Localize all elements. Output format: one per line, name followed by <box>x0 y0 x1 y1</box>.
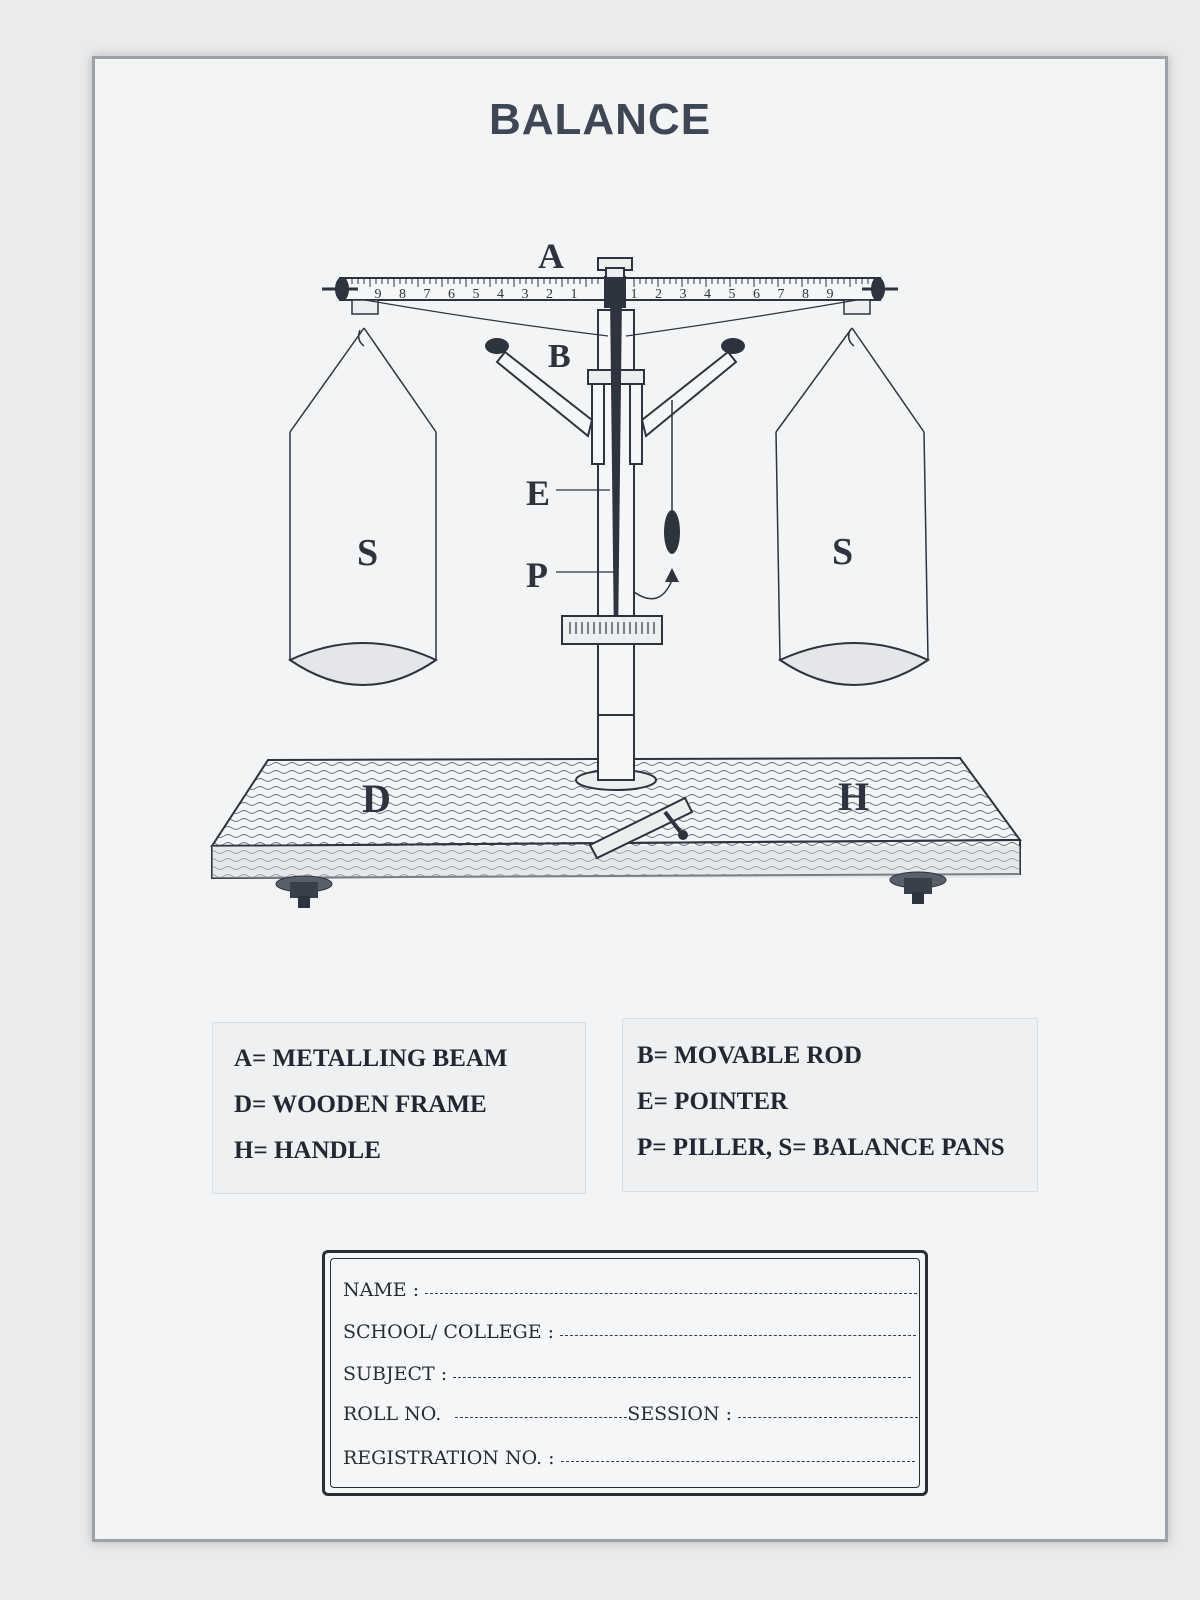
page-title: BALANCE <box>488 95 712 144</box>
movable-rod <box>485 338 745 438</box>
beam-scale-number: 4 <box>704 287 711 302</box>
handle <box>588 796 694 860</box>
metalling-beam <box>322 257 898 337</box>
name-field[interactable] <box>425 1292 918 1294</box>
beam-scale-number: 9 <box>827 287 834 302</box>
beam-scale-number: 1 <box>571 287 578 302</box>
levelling-screw-right <box>889 871 947 904</box>
beam-scale-number: 1 <box>631 287 638 302</box>
label-s-right: S <box>832 531 853 573</box>
session-label: SESSION : <box>627 1403 733 1425</box>
form-row-roll-session: ROLL NO. SESSION : <box>343 1395 919 1425</box>
student-info-box: NAME : SCHOOL/ COLLEGE : SUBJECT : ROLL … <box>322 1250 928 1496</box>
label-a: A <box>538 236 564 276</box>
legend-item-p-s: P= PILLER, S= BALANCE PANS <box>637 1134 1005 1161</box>
levelling-screw-left <box>275 875 333 908</box>
beam-scale: 9 8 7 6 5 4 3 2 1 1 2 3 4 5 6 7 8 9 <box>345 279 875 302</box>
wooden-frame <box>210 756 1022 880</box>
label-e: E <box>526 473 550 513</box>
pointer-scale <box>561 615 663 645</box>
beam-scale-number: 8 <box>399 287 406 302</box>
balance-diagram: 9 8 7 6 5 4 3 2 1 1 2 3 4 5 6 7 8 9 A B E P S S D H <box>210 236 1022 908</box>
beam-scale-number: 2 <box>546 287 553 302</box>
beam-scale-number: 3 <box>680 287 687 302</box>
beam-scale-number: 3 <box>522 287 529 302</box>
label-s-left: S <box>357 532 378 574</box>
legend-item-a: A= METALLING BEAM <box>234 1045 508 1072</box>
subject-field[interactable] <box>453 1376 912 1378</box>
legend-right-panel <box>622 1018 1038 1192</box>
subject-label: SUBJECT : <box>343 1363 448 1385</box>
form-row-subject: SUBJECT : <box>343 1355 912 1385</box>
form-row-name: NAME : <box>343 1271 918 1301</box>
legend-item-e: E= POINTER <box>637 1088 789 1115</box>
label-h: H <box>838 774 869 819</box>
roll-field[interactable] <box>455 1416 628 1418</box>
roll-label: ROLL NO. <box>343 1403 442 1425</box>
balance-pan-left <box>287 327 439 686</box>
label-d: D <box>362 776 391 821</box>
session-field[interactable] <box>738 1416 919 1418</box>
label-p: P <box>526 555 548 595</box>
label-b: B <box>548 338 571 375</box>
registration-label: REGISTRATION NO. : <box>343 1447 555 1469</box>
legend-item-b: B= MOVABLE ROD <box>637 1042 862 1069</box>
beam-scale-number: 7 <box>424 287 431 302</box>
beam-scale-number: 6 <box>448 287 455 302</box>
form-row-school: SCHOOL/ COLLEGE : <box>343 1313 917 1343</box>
balance-pan-right <box>775 327 931 686</box>
plumb-bob <box>633 400 680 600</box>
pointer <box>610 295 622 645</box>
school-label: SCHOOL/ COLLEGE : <box>343 1321 555 1343</box>
beam-scale-number: 6 <box>753 287 760 302</box>
beam-scale-number: 9 <box>375 287 382 302</box>
beam-scale-number: 4 <box>497 287 504 302</box>
form-row-registration: REGISTRATION NO. : <box>343 1439 915 1469</box>
beam-scale-number: 8 <box>802 287 809 302</box>
beam-scale-number: 2 <box>655 287 662 302</box>
beam-scale-number: 5 <box>729 287 736 302</box>
registration-field[interactable] <box>560 1460 915 1462</box>
legend-item-d: D= WOODEN FRAME <box>234 1091 487 1118</box>
legend-left-panel <box>212 1022 586 1194</box>
school-field[interactable] <box>560 1334 917 1336</box>
beam-scale-number: 5 <box>473 287 480 302</box>
legend-item-h: H= HANDLE <box>234 1137 381 1164</box>
name-label: NAME : <box>343 1279 420 1301</box>
beam-scale-number: 7 <box>778 287 785 302</box>
